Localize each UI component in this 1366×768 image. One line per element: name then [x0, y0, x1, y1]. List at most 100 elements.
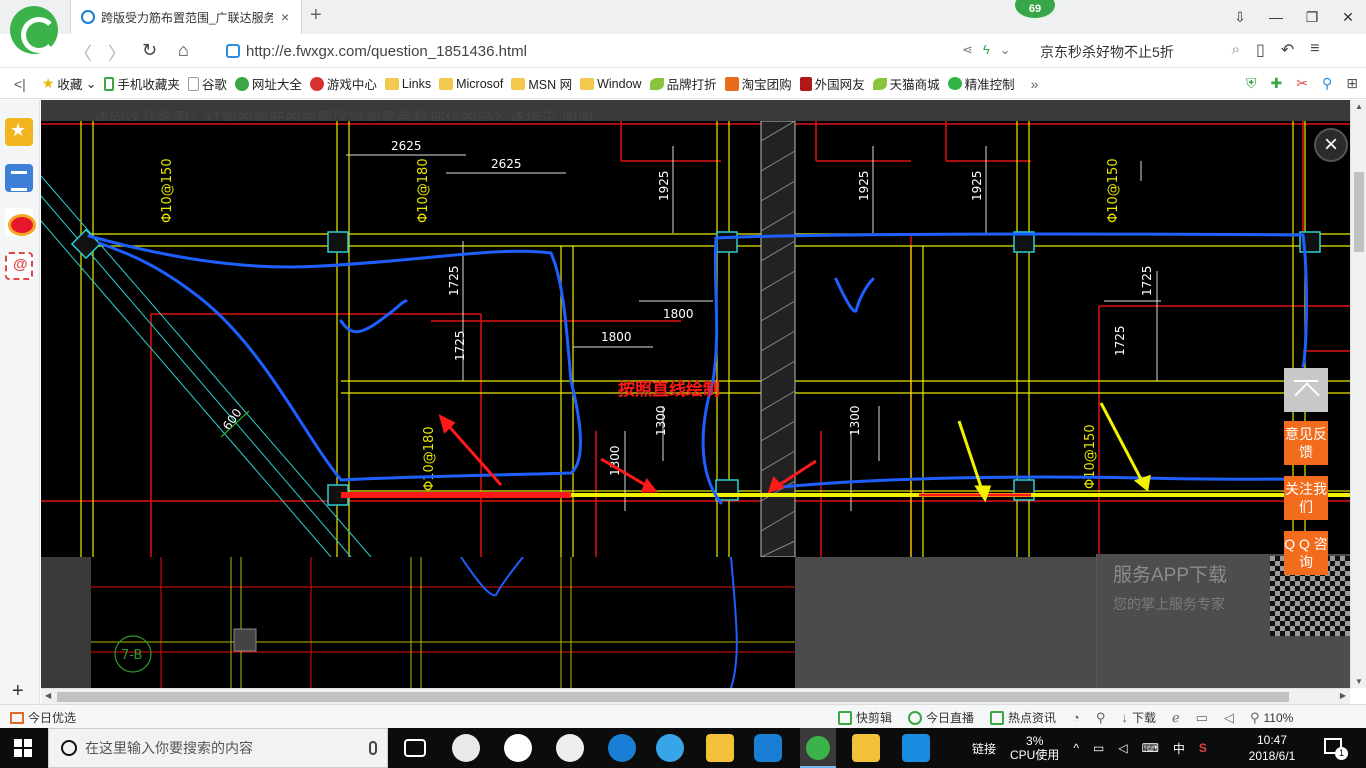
edge-icon[interactable] [608, 734, 636, 762]
unpin-icon[interactable]: ⚲ [1095, 709, 1106, 725]
rebar-label: Φ10@150 [1106, 158, 1121, 223]
bookmark-item[interactable]: 游戏中心 [309, 74, 377, 93]
glodon-icon[interactable] [754, 734, 782, 762]
tray-expand-icon[interactable]: ^ [1073, 741, 1079, 755]
sidebar-toggle-icon[interactable]: <| [14, 75, 26, 92]
sogou-icon[interactable]: S [1198, 741, 1207, 755]
action-center-icon[interactable]: 1 [1324, 738, 1348, 760]
reading-list-icon[interactable] [5, 164, 33, 192]
more-bookmarks-icon[interactable]: » [1030, 75, 1039, 92]
scroll-down-icon[interactable]: ▼ [1355, 677, 1363, 686]
follow-us-button[interactable]: 关注我们 [1284, 476, 1328, 520]
mobile-icon[interactable]: ▯ [1256, 42, 1265, 59]
scroll-left-icon[interactable]: ◀ [45, 691, 52, 700]
bookmark-favorites[interactable]: ★收藏 ⌄ [41, 75, 97, 92]
shield-icon[interactable]: ⛨ [1246, 75, 1257, 91]
dropdown-icon[interactable]: ⌄ [999, 42, 1011, 57]
today-picks[interactable]: 今日优选 [10, 709, 76, 726]
search-tool-icon[interactable]: ⚲ [1322, 75, 1333, 91]
internet-explorer-icon[interactable] [656, 734, 684, 762]
apps-icon[interactable]: ⊞ [1346, 75, 1358, 91]
bookmark-item[interactable]: Links [384, 77, 431, 91]
close-viewer-button[interactable]: × [1314, 128, 1348, 162]
browser-360-active-icon[interactable] [800, 728, 836, 768]
bookmark-icon [799, 76, 812, 91]
address-bar[interactable]: http://e.fwxgx.com/question_1851436.html [226, 40, 956, 62]
mail-icon[interactable] [5, 252, 33, 280]
keyboard-icon[interactable]: ⌨ [1141, 741, 1159, 755]
bookmark-item[interactable]: 品牌打折 [649, 74, 717, 93]
notes-app-icon[interactable] [852, 734, 880, 762]
start-button[interactable] [14, 739, 32, 757]
home-icon[interactable]: ⌂ [178, 40, 189, 60]
bookmark-item[interactable]: 网址大全 [234, 74, 302, 93]
bookmark-item[interactable]: 外国网友 [799, 74, 865, 93]
forward-icon[interactable]: 〉 [108, 44, 126, 64]
horizontal-scrollbar[interactable]: ◀ ▶ [41, 688, 1350, 704]
mute-icon[interactable]: ◁ [1223, 709, 1234, 725]
fan-app-icon[interactable] [452, 734, 480, 762]
bookmark-item[interactable]: 天猫商城 [872, 74, 940, 93]
bookmark-item[interactable]: 淘宝团购 [724, 74, 792, 93]
second-cad-image[interactable]: 7-B [91, 557, 795, 688]
browser-logo-icon[interactable] [10, 6, 58, 54]
speed-gauge-icon[interactable]: ◔ [1072, 710, 1080, 725]
microphone-icon[interactable] [369, 741, 377, 755]
file-explorer-icon[interactable] [706, 734, 734, 762]
ime-label[interactable]: 中 [1172, 741, 1185, 756]
feedback-button[interactable]: 意见反馈 [1284, 421, 1328, 465]
close-window-button[interactable]: ✕ [1342, 8, 1354, 25]
refresh-icon[interactable]: ↻ [142, 40, 158, 60]
minimize-button[interactable]: — [1269, 9, 1283, 25]
skin-icon[interactable]: ⇩ [1234, 8, 1246, 25]
vertical-scrollbar[interactable]: ▲ ▼ [1350, 100, 1366, 688]
clock[interactable]: 10:47 2018/6/1 [1240, 732, 1304, 764]
zoom-control[interactable]: ⚲110% [1250, 710, 1293, 726]
network-icon[interactable]: ▭ [1093, 741, 1105, 755]
scroll-right-icon[interactable]: ▶ [1339, 691, 1346, 700]
new-tab-button[interactable]: + [310, 4, 322, 26]
scissors-icon[interactable]: ✂ [1296, 75, 1308, 91]
task-view-icon[interactable] [404, 739, 426, 757]
news-button[interactable]: 热点资讯 [990, 709, 1056, 726]
bookmark-item[interactable]: 手机收藏夹 [104, 74, 180, 93]
scroll-up-icon[interactable]: ▲ [1355, 102, 1363, 111]
taskbar-search[interactable]: 在这里输入你要搜索的内容 [48, 728, 388, 768]
ie-mode-icon[interactable]: ℯ [1171, 709, 1180, 725]
maximize-button[interactable]: ❐ [1305, 8, 1319, 25]
favorites-icon[interactable] [5, 118, 33, 146]
translate-icon[interactable]: ✚ [1270, 75, 1283, 91]
speed-icon[interactable]: ϟ [982, 42, 990, 57]
menu-icon[interactable]: ≡ [1310, 40, 1320, 57]
add-sidebar-icon[interactable]: + [12, 680, 24, 702]
undo-icon[interactable]: ↶ [1280, 42, 1295, 59]
cad-image-viewer[interactable]: 2625 2625 1925 1925 1925 1725 1725 1725 … [41, 121, 1350, 557]
hscroll-thumb[interactable] [57, 692, 1289, 702]
search-icon[interactable]: ⌕ [1231, 41, 1240, 58]
download-button[interactable]: ↓下载 [1121, 709, 1156, 726]
scroll-thumb[interactable] [1354, 172, 1364, 252]
back-to-top-button[interactable] [1284, 368, 1328, 412]
browser-tab[interactable]: 跨版受力筋布置范围_广联达服务 × [70, 0, 302, 34]
quick-edit-button[interactable]: 快剪辑 [838, 709, 892, 726]
browser-e-icon[interactable] [504, 734, 532, 762]
back-icon[interactable]: 〈 [74, 44, 92, 64]
live-button[interactable]: 今日直播 [908, 709, 974, 726]
tab-close-icon[interactable]: × [281, 9, 290, 25]
notification-badge[interactable]: 69 [1013, 0, 1057, 20]
bookmark-item[interactable]: MSN 网 [511, 74, 572, 93]
bookmark-item[interactable]: Microsof [439, 77, 503, 91]
search-box[interactable]: 京东秒杀好物不止5折 ⌕ [1040, 40, 1240, 62]
qq-consult-button[interactable]: Q Q 咨询 [1284, 531, 1328, 575]
cpu-meter[interactable]: 3% CPU使用 [1010, 734, 1059, 762]
link-label[interactable]: 链接 [972, 741, 997, 756]
share-icon[interactable]: ⋖ [962, 42, 973, 57]
bookmark-item[interactable]: 谷歌 [187, 74, 227, 93]
window-icon[interactable]: ▭ [1195, 709, 1208, 725]
bookmark-item[interactable]: Window [580, 77, 642, 91]
volume-icon[interactable]: ◁ [1118, 741, 1128, 755]
chrome-icon[interactable] [556, 734, 584, 762]
bookmark-item[interactable]: 精准控制 [947, 74, 1015, 93]
plus-app-icon[interactable] [902, 734, 930, 762]
weibo-icon[interactable] [5, 208, 36, 236]
